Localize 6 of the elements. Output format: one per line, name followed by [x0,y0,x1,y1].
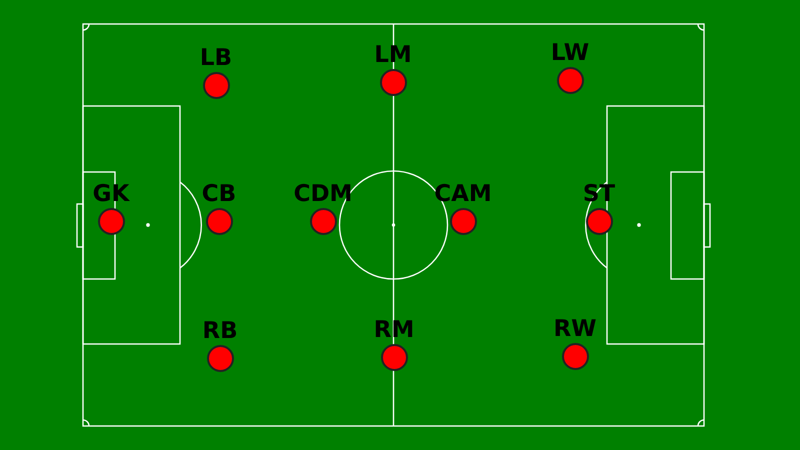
position-label: CB [202,180,236,208]
position-label: LB [200,44,232,72]
position-label: LW [550,39,590,67]
position-label: CDM [294,180,352,208]
position-label: RW [553,315,597,343]
position-label: RB [202,317,238,345]
